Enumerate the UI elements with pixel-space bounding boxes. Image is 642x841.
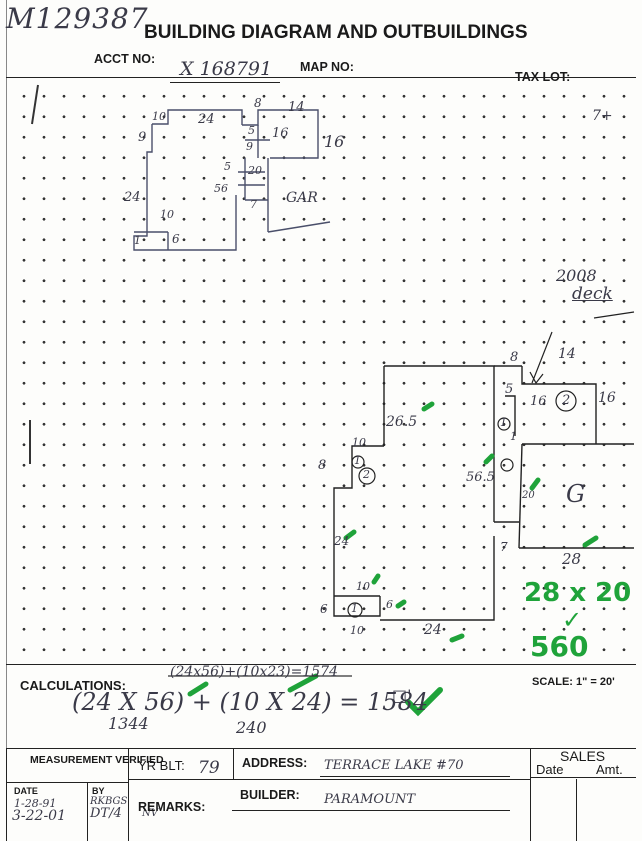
- dim-label: 10: [352, 436, 366, 449]
- dim-label: 14: [288, 100, 305, 115]
- circle-label: 1: [500, 416, 507, 429]
- struck-calc: (24x56)+(10x23)=1574: [170, 664, 338, 680]
- dot-grid: [12, 82, 636, 664]
- acct-label: ACCT NO:: [94, 52, 156, 66]
- deck-year: 2008: [556, 266, 597, 285]
- dim-label: 10: [350, 624, 364, 637]
- sales-date-header: Date: [536, 762, 564, 777]
- dim-label: 6: [386, 598, 393, 611]
- circle-label: 1: [354, 454, 361, 467]
- remarks-label: REMARKS:: [138, 800, 206, 814]
- dim-label: 56.5: [466, 470, 495, 485]
- dim-label: 10: [152, 110, 166, 123]
- dim-label: 8: [510, 350, 519, 365]
- dim-label: 1: [134, 234, 141, 247]
- dim-label: 20: [522, 490, 535, 501]
- date-2: 3-22-01: [12, 808, 66, 824]
- circle-label: 1: [351, 602, 358, 615]
- circle-label: 1: [510, 430, 517, 443]
- dim-label: 26.5: [386, 414, 418, 430]
- address-value: TERRACE LAKE #70: [324, 758, 464, 773]
- acct-value: X 168791: [180, 58, 273, 80]
- garage-calc: 28 x 20: [524, 578, 632, 608]
- form-sheet: [6, 0, 637, 841]
- dim-label: 16: [324, 132, 345, 151]
- builder-value: PARAMOUNT: [324, 792, 416, 807]
- dim-label: 24: [424, 622, 442, 638]
- page-title: BUILDING DIAGRAM AND OUTBUILDINGS: [144, 22, 528, 43]
- date-label: DATE: [14, 786, 38, 796]
- year-built-label: YR BLT:: [138, 758, 185, 773]
- dim-label: 7: [500, 540, 508, 554]
- dim-label: 24: [198, 112, 215, 127]
- dim-label: 5: [505, 382, 514, 397]
- year-built-value: 79: [198, 758, 220, 778]
- dim-label: 16: [530, 394, 547, 409]
- map-label: MAP NO:: [300, 60, 354, 74]
- area-formula: (24 X 56) + (10 X 24) = 1584: [72, 688, 429, 716]
- sales-amt-header: Amt.: [596, 762, 623, 777]
- subtotal-1: 1344: [108, 714, 149, 733]
- by-1: RKBGS: [90, 796, 128, 807]
- by-3: NV: [142, 808, 158, 819]
- dim-label: 7: [250, 198, 257, 211]
- area-unit: □': [392, 686, 412, 705]
- address-label: ADDRESS:: [242, 756, 308, 770]
- dim-label: 9: [246, 140, 253, 153]
- deck-label: deck: [572, 284, 613, 304]
- doc-id: M129387: [6, 2, 149, 35]
- scale-label: SCALE: 1" = 20': [532, 676, 615, 688]
- dim-label: 16: [598, 390, 616, 406]
- dim-label: 10: [356, 580, 370, 593]
- measurement-label: MEASUREMENT VERIFIED: [30, 754, 164, 766]
- builder-label: BUILDER:: [240, 788, 300, 802]
- garage-area: 560: [530, 630, 589, 663]
- dim-label: 5: [224, 160, 231, 173]
- by-label: BY: [92, 786, 105, 796]
- dim-label: 28: [562, 550, 582, 568]
- dim-label: 9: [138, 130, 147, 145]
- garage-label: G: [566, 480, 586, 508]
- calculations-label: CALCULATIONS:: [20, 678, 126, 693]
- dim-label: 16: [272, 126, 289, 141]
- subtotal-2: 240: [236, 718, 267, 737]
- dim-label: 8: [318, 458, 327, 473]
- dim-label: 6: [320, 602, 328, 616]
- dim-label: 10: [160, 208, 174, 221]
- by-2: DT/4: [90, 806, 122, 821]
- circle-label: 2: [363, 468, 370, 481]
- margin-note: 7+: [592, 108, 613, 124]
- date-1: 1-28-91: [14, 797, 57, 810]
- dim-label: 6: [172, 232, 180, 246]
- dim-label: 8: [254, 96, 262, 110]
- check-mark: ✓: [562, 606, 583, 634]
- sales-label: SALES: [560, 748, 606, 764]
- dim-label: 14: [558, 346, 576, 362]
- dim-label: 56: [214, 182, 228, 195]
- dim-label: 20: [248, 164, 262, 177]
- circle-label: 2: [562, 393, 571, 408]
- garage-label: GAR: [286, 190, 318, 206]
- dim-label: 24: [334, 534, 350, 548]
- dim-label: 24: [124, 190, 141, 205]
- dim-label: 5: [248, 124, 255, 137]
